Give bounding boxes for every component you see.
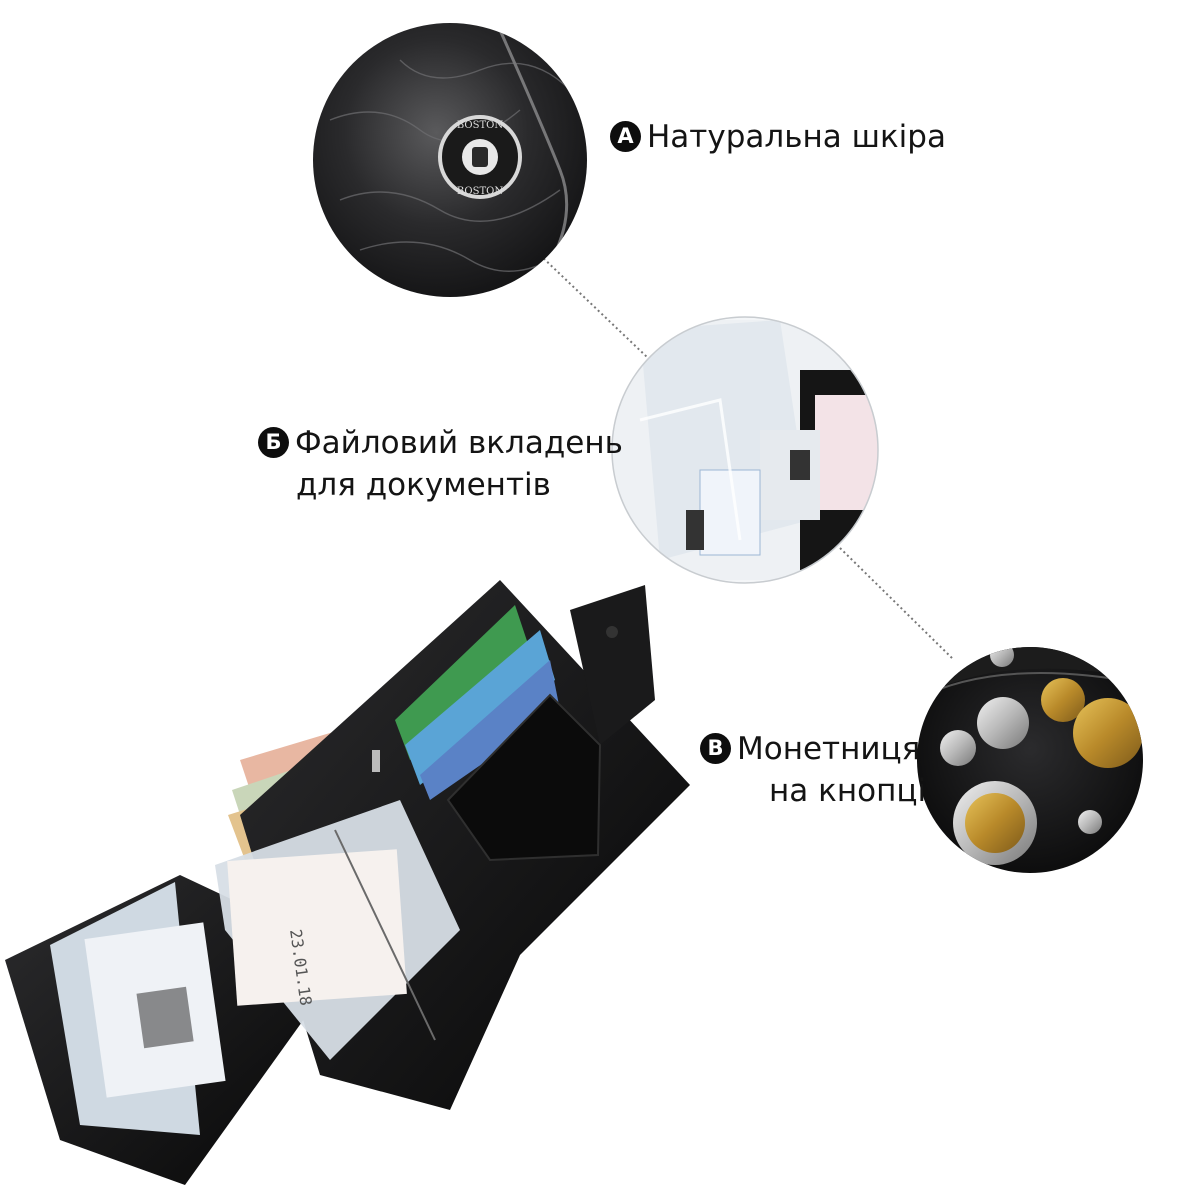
feature-badge: Б: [258, 427, 289, 458]
feature-natural-leather: A Натуральна шкіра: [610, 116, 946, 158]
document-sleeve-circle: [611, 316, 879, 584]
feature-badge: A: [610, 121, 641, 152]
wallet-illustration: 23.01.18: [5, 580, 690, 1185]
feature-title-line2: для документів: [296, 467, 551, 503]
coin-pocket-circle: [917, 647, 1143, 873]
feature-title: Монетниця: [737, 731, 921, 767]
feature-title: Натуральна шкіра: [647, 119, 946, 155]
feature-badge: B: [700, 733, 731, 764]
feature-document-sleeve: Б Файловий вкладень для документів: [258, 422, 623, 506]
svg-text:BOSTON: BOSTON: [457, 186, 503, 197]
leather-closeup-circle: BOSTON BOSTON: [313, 23, 587, 297]
feature-title-line2: на кнопці: [769, 773, 927, 809]
connector-line: [839, 547, 955, 661]
connector-line: [539, 254, 649, 359]
boston-logo: BOSTON: [457, 120, 503, 131]
feature-coin-pocket: B Монетниця на кнопці: [700, 728, 926, 812]
feature-title: Файловий вкладень: [295, 425, 623, 461]
